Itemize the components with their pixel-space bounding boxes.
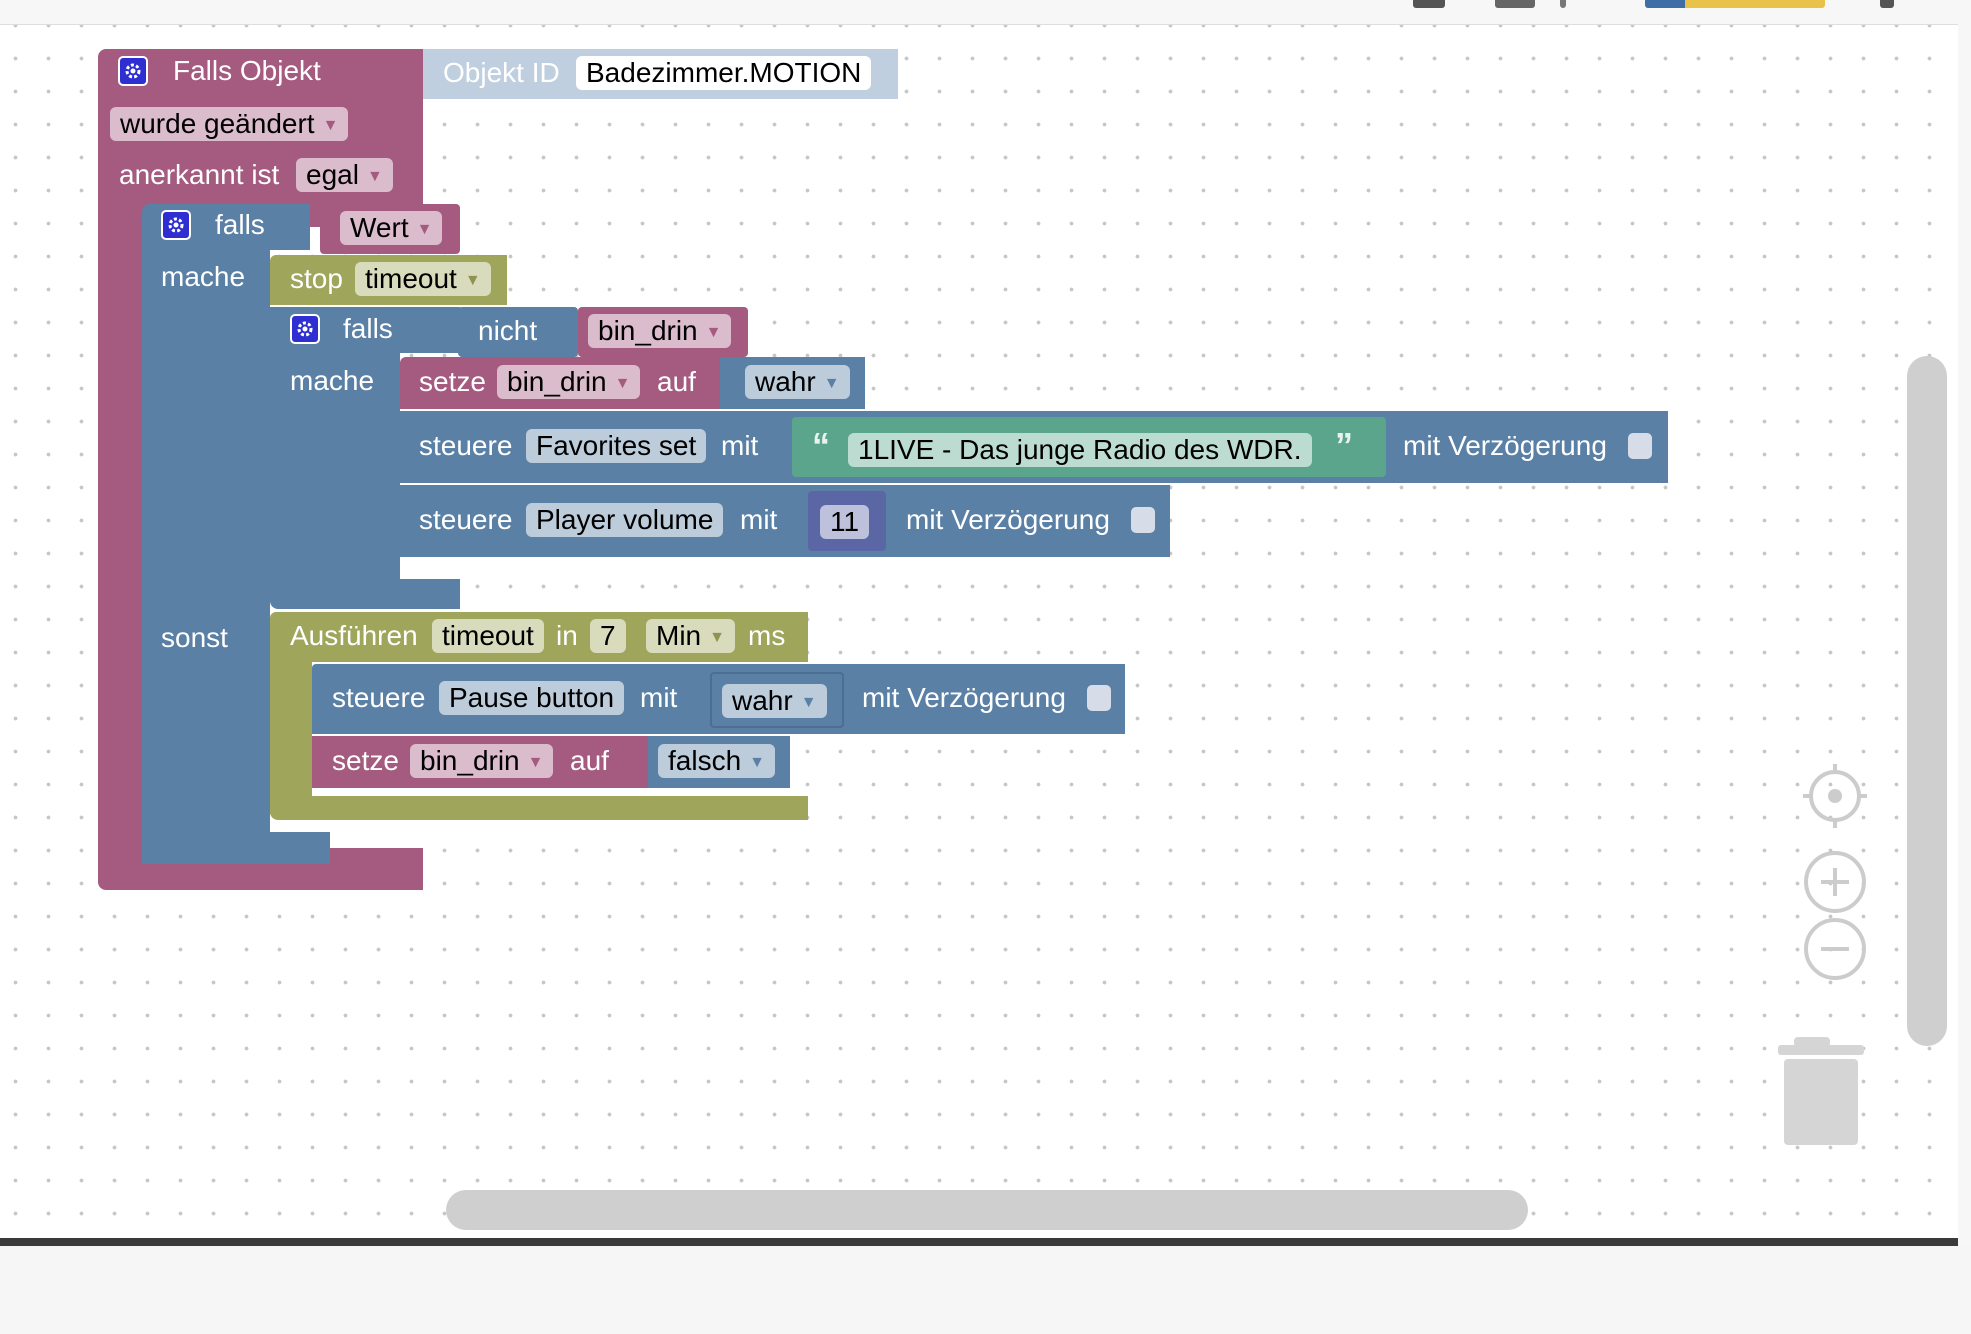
value-dropdown[interactable]: Wert ▼ bbox=[340, 211, 443, 245]
toolbar-tab[interactable] bbox=[1645, 0, 1825, 8]
recenter-icon[interactable] bbox=[1803, 764, 1867, 833]
run-timeout-label: Ausführen bbox=[290, 620, 418, 651]
set-true-auf: auf bbox=[657, 366, 696, 397]
not-label: nicht bbox=[478, 315, 538, 346]
chevron-down-icon: ▼ bbox=[709, 629, 725, 646]
zoom-in-icon[interactable] bbox=[1803, 850, 1867, 919]
ack-dropdown-label: egal bbox=[306, 159, 359, 190]
toolbar-button[interactable] bbox=[1880, 0, 1894, 8]
control-volume-delay-checkbox[interactable] bbox=[1131, 507, 1155, 533]
change-dropdown-label: wurde geändert bbox=[120, 108, 315, 139]
if-outer-bottom bbox=[142, 832, 330, 864]
control-favorites-delay-checkbox[interactable] bbox=[1628, 433, 1652, 459]
control-volume-delay-label: mit Verzögerung bbox=[906, 504, 1110, 535]
object-id-label: Objekt ID bbox=[443, 57, 560, 88]
stop-timeout-dropdown[interactable]: timeout ▼ bbox=[355, 262, 491, 296]
control-volume-target[interactable]: Player volume bbox=[526, 503, 724, 537]
run-timeout-amount[interactable]: 7 bbox=[590, 619, 626, 653]
control-volume-steuere: steuere bbox=[419, 504, 513, 535]
quote-open-icon: “ bbox=[812, 425, 830, 466]
if-outer-mache: mache bbox=[161, 261, 246, 292]
chevron-down-icon: ▼ bbox=[527, 754, 544, 771]
set-false-var-dropdown[interactable]: bin_drin ▼ bbox=[410, 744, 554, 778]
set-true-var-dropdown[interactable]: bin_drin ▼ bbox=[497, 365, 641, 399]
set-false-var: bin_drin bbox=[420, 745, 520, 776]
control-favorites-delay-label: mit Verzögerung bbox=[1403, 430, 1607, 461]
gear-icon[interactable] bbox=[118, 56, 148, 86]
chevron-down-icon: ▼ bbox=[749, 754, 765, 771]
toolbar-strip bbox=[0, 0, 1971, 24]
quote-close-icon: ” bbox=[1335, 425, 1353, 466]
pause-value-dropdown[interactable]: wahr ▼ bbox=[722, 684, 827, 718]
stop-label: stop bbox=[290, 263, 343, 294]
chevron-down-icon: ▼ bbox=[464, 272, 481, 289]
bin-drin-condition-label: bin_drin bbox=[598, 315, 698, 346]
toolbar-button[interactable] bbox=[1413, 0, 1445, 8]
horizontal-scrollbar[interactable] bbox=[446, 1190, 1528, 1230]
set-false-value-dropdown[interactable]: falsch ▼ bbox=[658, 744, 775, 778]
blockly-workspace[interactable]: Falls Objekt Objekt ID Badezimmer.MOTION… bbox=[0, 24, 1958, 1239]
trigger-title: Falls Objekt bbox=[173, 55, 321, 86]
run-timeout-unit: Min bbox=[656, 620, 702, 651]
control-favorites-mit: mit bbox=[721, 430, 759, 461]
trash-icon[interactable] bbox=[1776, 1037, 1866, 1152]
set-false-setze: setze bbox=[332, 745, 399, 776]
set-true-setze: setze bbox=[419, 366, 486, 397]
chevron-down-icon: ▼ bbox=[705, 324, 722, 341]
trigger-block-spine bbox=[98, 224, 142, 864]
control-pause-mit: mit bbox=[640, 682, 678, 713]
not-block[interactable] bbox=[458, 307, 578, 357]
chevron-down-icon: ▼ bbox=[614, 375, 631, 392]
control-pause-target[interactable]: Pause button bbox=[439, 681, 625, 715]
control-pause-steuere: steuere bbox=[332, 682, 426, 713]
gear-icon[interactable] bbox=[290, 314, 320, 344]
set-false-value: falsch bbox=[668, 745, 742, 776]
if-outer-falls: falls bbox=[215, 209, 265, 240]
toolbar-button[interactable] bbox=[1560, 0, 1566, 8]
chevron-down-icon: ▼ bbox=[800, 694, 817, 711]
change-dropdown[interactable]: wurde geändert ▼ bbox=[110, 107, 349, 141]
text-value[interactable]: 1LIVE - Das junge Radio des WDR. bbox=[848, 433, 1312, 467]
ack-dropdown[interactable]: egal ▼ bbox=[296, 158, 393, 192]
control-favorites-steuere: steuere bbox=[419, 430, 513, 461]
set-true-var: bin_drin bbox=[507, 366, 607, 397]
chevron-down-icon: ▼ bbox=[823, 375, 840, 392]
gear-icon[interactable] bbox=[161, 210, 191, 240]
run-timeout-in: in bbox=[556, 620, 578, 651]
if-inner-falls: falls bbox=[343, 313, 393, 344]
run-timeout-bottom bbox=[270, 796, 808, 820]
stop-timeout-value: timeout bbox=[365, 263, 457, 294]
run-timeout-ms: ms bbox=[748, 620, 786, 651]
control-pause-delay-checkbox[interactable] bbox=[1087, 685, 1111, 711]
run-timeout-name[interactable]: timeout bbox=[432, 619, 544, 653]
object-id-value[interactable]: Badezimmer.MOTION bbox=[576, 56, 872, 90]
if-inner-spine bbox=[270, 344, 400, 589]
workspace-bottom-border bbox=[0, 1238, 1958, 1246]
pause-value: wahr bbox=[732, 685, 793, 716]
vertical-scrollbar[interactable] bbox=[1907, 356, 1947, 1046]
control-favorites-target[interactable]: Favorites set bbox=[526, 429, 707, 463]
set-false-auf: auf bbox=[570, 745, 609, 776]
if-inner-mache: mache bbox=[290, 365, 375, 396]
run-timeout-spine bbox=[270, 654, 312, 814]
zoom-out-icon[interactable] bbox=[1803, 917, 1867, 986]
set-true-value: wahr bbox=[755, 366, 816, 397]
toolbar-button[interactable] bbox=[1495, 0, 1535, 8]
if-outer-sonst: sonst bbox=[161, 622, 228, 653]
chevron-down-icon: ▼ bbox=[416, 221, 433, 238]
run-timeout-unit-dropdown[interactable]: Min ▼ bbox=[646, 619, 735, 653]
chevron-down-icon: ▼ bbox=[322, 117, 339, 134]
set-true-value-dropdown[interactable]: wahr ▼ bbox=[745, 365, 850, 399]
workspace-top-border bbox=[0, 24, 1958, 25]
bin-drin-condition-dropdown[interactable]: bin_drin ▼ bbox=[588, 314, 732, 348]
volume-number[interactable]: 11 bbox=[820, 505, 870, 539]
if-outer-spine bbox=[142, 244, 270, 864]
bottom-panel bbox=[0, 1246, 1971, 1334]
value-dropdown-label: Wert bbox=[350, 212, 409, 243]
ack-label: anerkannt ist bbox=[119, 159, 280, 190]
if-inner-bottom bbox=[270, 579, 460, 609]
control-volume-mit: mit bbox=[740, 504, 778, 535]
control-pause-delay-label: mit Verzögerung bbox=[862, 682, 1066, 713]
chevron-down-icon: ▼ bbox=[366, 168, 383, 185]
